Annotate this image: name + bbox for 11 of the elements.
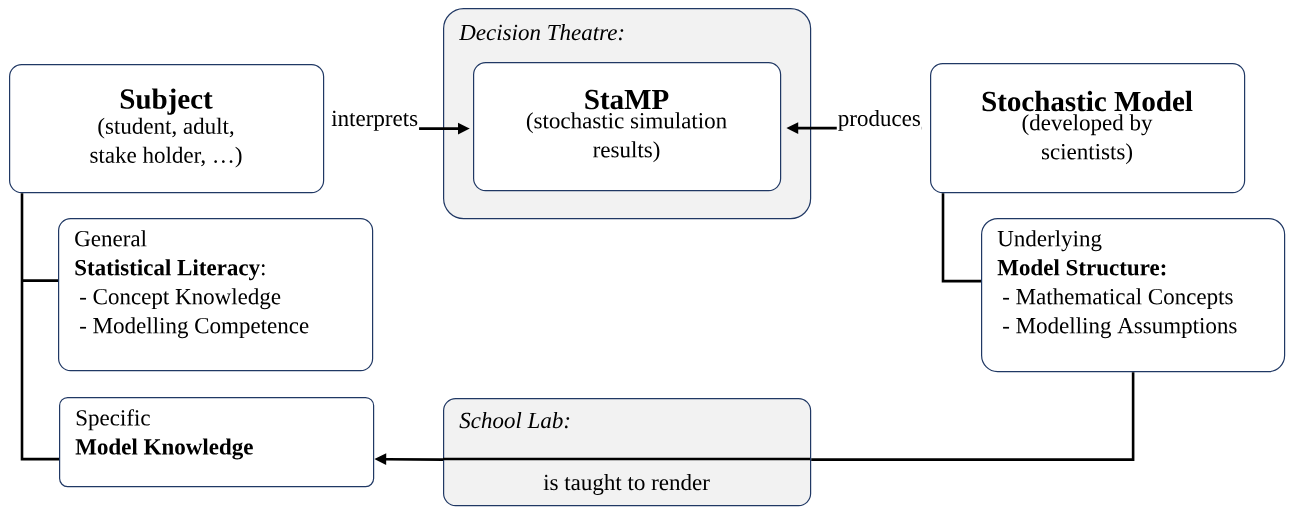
connector-line [811, 372, 1135, 461]
text-box: Underlying Model Structure: - Mathematical Concepts - Modelling Assumptions [981, 218, 1286, 373]
edge-label: produces [836, 108, 922, 132]
process-box: StaMP (stochastic simulation results) [473, 62, 782, 192]
text-box: General Statistical Literacy: - Concept Knowledge - Modelling Competence [58, 218, 374, 372]
connector-line [20, 191, 59, 461]
text-box: Specific Model Knowledge [59, 397, 375, 488]
edge-label: interprets [330, 109, 420, 132]
process-box: Stochastic Model (developed by scientists) [930, 63, 1246, 194]
group-box: School Lab: is taught to render [443, 398, 812, 507]
process-box: Subject (student, adult, stake holder, …) [9, 64, 325, 194]
